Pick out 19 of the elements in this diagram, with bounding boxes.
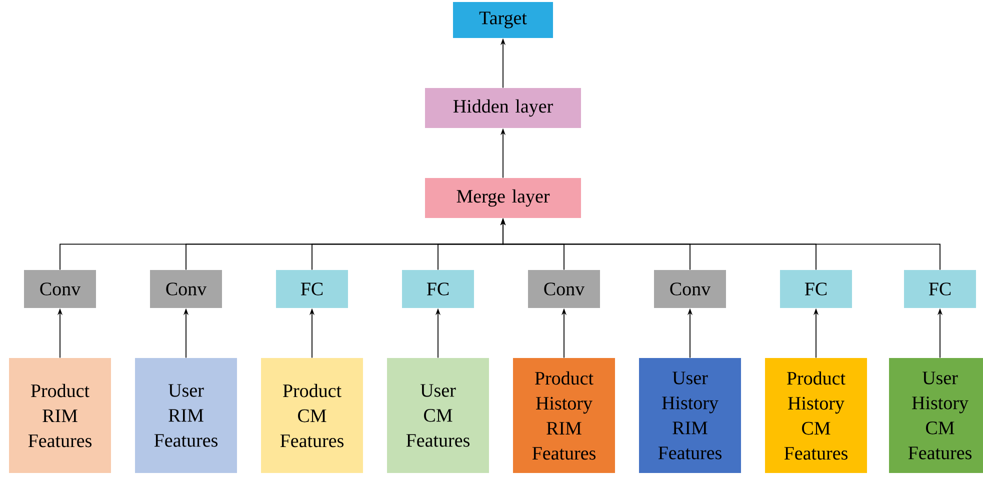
layer-box: Conv (654, 270, 726, 308)
feature-box: Product History RIM Features (513, 358, 615, 473)
layer-box: Merge layer (425, 178, 581, 218)
feature-box: Product History CM Features (765, 358, 867, 473)
feature-box: User RIM Features (135, 358, 237, 473)
layer-box: Conv (528, 270, 600, 308)
layer-box: Conv (24, 270, 96, 308)
layer-box: FC (276, 270, 348, 308)
feature-box: User History RIM Features (639, 358, 741, 473)
feature-box: Product CM Features (261, 358, 363, 473)
layer-box: FC (402, 270, 474, 308)
feature-box: User History CM Features (889, 358, 983, 473)
feature-box: Product RIM Features (9, 358, 111, 473)
layer-box: Hidden layer (425, 88, 581, 128)
layer-box: FC (780, 270, 852, 308)
output-box: Target (453, 2, 553, 38)
layer-box: FC (904, 270, 976, 308)
feature-box: User CM Features (387, 358, 489, 473)
layer-box: Conv (150, 270, 222, 308)
